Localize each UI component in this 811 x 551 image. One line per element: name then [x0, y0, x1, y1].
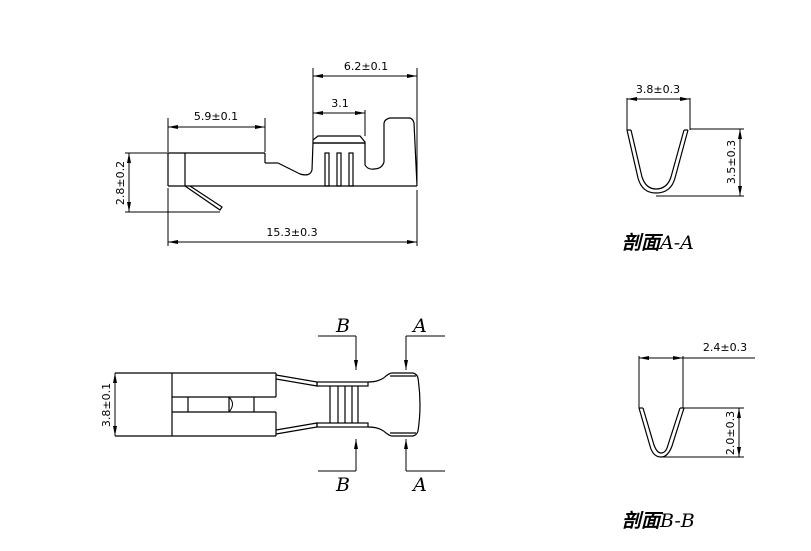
dim-wire-crimp-label: 3.1 [331, 97, 349, 110]
dim-top-width: 3.8±0.1 [100, 373, 117, 436]
dim-overall-length-label: 15.3±0.3 [266, 226, 317, 239]
section-b-height-label: 2.0±0.3 [724, 411, 737, 455]
dim-crimp-length: 6.2±0.1 [312, 60, 418, 186]
section-marker-a-bottom: A [404, 439, 445, 496]
svg-text:A: A [411, 315, 427, 337]
section-a-a: 3.8±0.3 3.5±0.3 剖面A-A [622, 83, 744, 254]
svg-text:B: B [335, 474, 350, 496]
section-b-b: 2.4±0.3 2.0±0.3 剖面B-B [622, 341, 755, 532]
section-b-width-label: 2.4±0.3 [703, 341, 747, 354]
dim-crimp-length-label: 6.2±0.1 [344, 60, 388, 73]
section-marker-b-bottom: B [318, 439, 358, 496]
side-view: 5.9±0.1 6.2±0.1 3.1 15.3±0.3 [114, 60, 418, 246]
dim-height: 2.8±0.2 [114, 152, 220, 213]
top-view: 3.8±0.1 B A B A [100, 315, 445, 496]
dim-overall-length: 15.3±0.3 [167, 188, 418, 246]
dim-front-length: 5.9±0.1 [167, 110, 266, 152]
section-a-width-label: 3.8±0.3 [636, 83, 680, 96]
dim-top-width-label: 3.8±0.1 [100, 383, 113, 427]
side-view-body [167, 117, 418, 211]
section-marker-a-top: A [404, 315, 445, 370]
section-marker-b-top: B [318, 315, 358, 370]
dim-height-label: 2.8±0.2 [114, 161, 127, 205]
svg-text:A: A [411, 474, 427, 496]
section-b-caption: 剖面B-B [622, 510, 695, 532]
section-a-caption: 剖面A-A [622, 232, 694, 254]
dim-front-length-label: 5.9±0.1 [194, 110, 238, 123]
dim-wire-crimp: 3.1 [313, 97, 366, 136]
top-view-body [115, 372, 421, 437]
section-a-height-label: 3.5±0.3 [725, 140, 738, 184]
svg-text:B: B [335, 315, 350, 337]
